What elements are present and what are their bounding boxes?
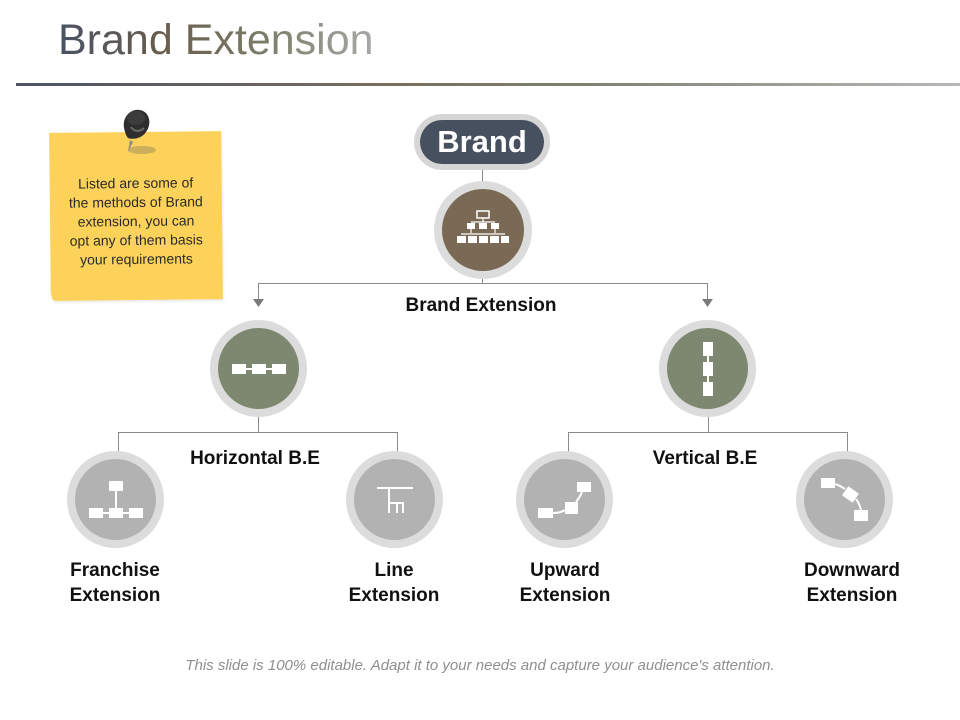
connector — [568, 432, 848, 433]
vertical-be-label: Vertical B.E — [652, 448, 758, 469]
slide-title: Brand Extension — [58, 16, 374, 64]
brand-extension-label: Brand Extension — [405, 295, 557, 316]
upward-extension-label: Upward Extension — [485, 558, 645, 608]
note-line: opt any of them basis — [69, 231, 203, 249]
line-extension-label: Line Extension — [314, 558, 474, 608]
horizontal-chain-icon — [231, 363, 286, 374]
upward-extension-node — [516, 451, 613, 548]
sticky-note-text: Listed are some of the methods of Brand … — [50, 173, 223, 270]
vertical-chain-icon — [702, 341, 713, 396]
pushpin-icon — [118, 106, 158, 158]
footer-note: This slide is 100% editable. Adapt it to… — [185, 657, 775, 674]
connector — [118, 432, 398, 433]
downward-extension-label: Downward Extension — [772, 558, 932, 608]
connector — [118, 432, 119, 452]
brand-root-node: Brand — [414, 114, 550, 170]
label-line: Upward — [530, 560, 600, 581]
vertical-be-node — [659, 320, 756, 417]
horizontal-be-label: Horizontal B.E — [190, 448, 320, 469]
connector — [707, 283, 708, 301]
franchise-network-icon — [88, 480, 143, 518]
label-line: Extension — [69, 585, 161, 606]
connector — [258, 283, 259, 301]
connector — [708, 417, 709, 432]
connector — [258, 283, 708, 284]
arrow-down-icon — [253, 299, 264, 307]
note-line: your requirements — [79, 250, 193, 268]
connector — [847, 432, 848, 452]
downward-extension-node — [796, 451, 893, 548]
connector — [258, 417, 259, 432]
franchise-extension-node — [67, 451, 164, 548]
label-line: Extension — [806, 585, 898, 606]
arrow-down-icon — [702, 299, 713, 307]
brand-node — [434, 181, 532, 279]
horizontal-be-node — [210, 320, 307, 417]
note-line: the methods of Brand — [68, 193, 203, 211]
note-line: Listed are some of — [77, 174, 194, 192]
connector — [482, 170, 483, 182]
title-divider — [16, 83, 960, 86]
label-line: Franchise — [70, 560, 160, 581]
connector — [482, 274, 483, 284]
franchise-extension-label: Franchise Extension — [35, 558, 195, 608]
org-chart-icon — [457, 210, 509, 243]
brand-label: Brand — [420, 120, 544, 164]
label-line: Extension — [519, 585, 611, 606]
label-line: Extension — [348, 585, 440, 606]
upward-steps-icon — [537, 481, 591, 518]
line-branch-icon — [376, 486, 413, 513]
label-line: Downward — [803, 560, 901, 581]
connector — [568, 432, 569, 452]
label-line: Line — [374, 560, 414, 581]
downward-steps-icon — [820, 477, 868, 521]
connector — [397, 432, 398, 452]
note-line: extension, you can — [77, 212, 195, 230]
line-extension-node — [346, 451, 443, 548]
